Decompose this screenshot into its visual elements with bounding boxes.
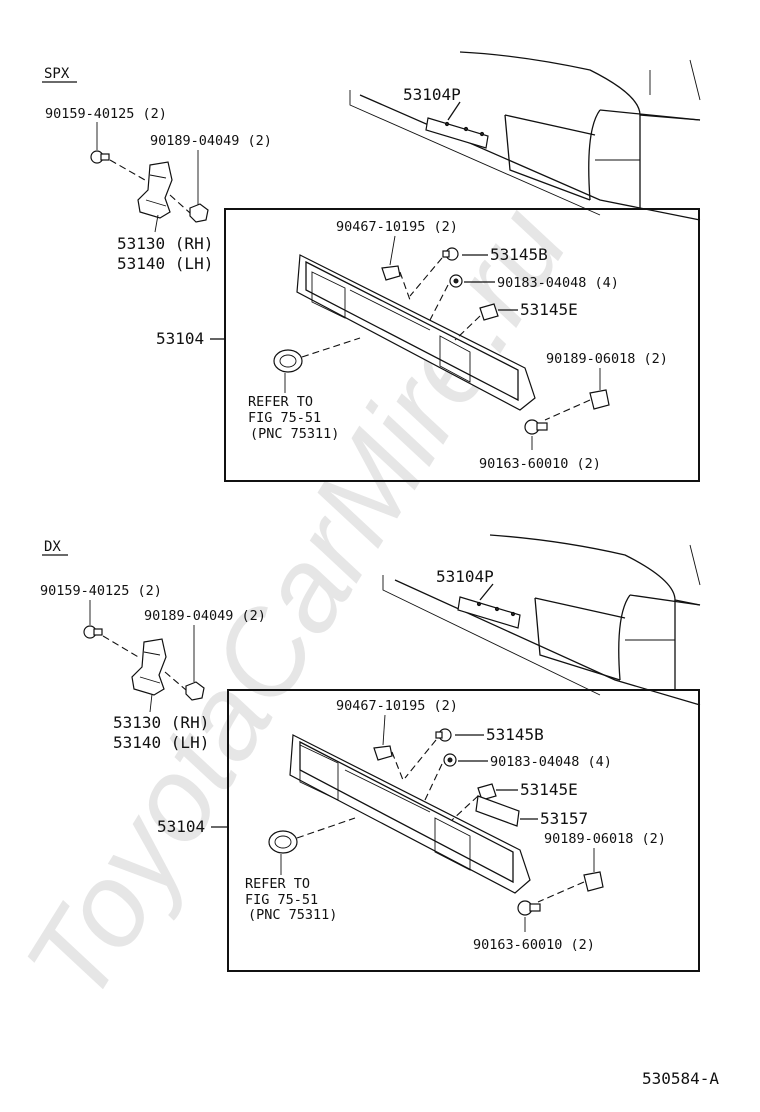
section-tag-dx: DX <box>44 539 61 555</box>
label-nut-a: 90183-04048 (4) <box>497 275 619 291</box>
label-refer-2: FIG 75-51 <box>245 892 318 908</box>
figure-code: 530584-A <box>642 1069 719 1088</box>
label-53104p: 53104P <box>436 567 494 586</box>
rear-garnish-panel <box>296 254 536 411</box>
label-refer-1: REFER TO <box>245 876 310 892</box>
label-refer-3: (PNC 75311) <box>250 426 339 442</box>
cushion-e-icon <box>477 783 497 801</box>
cushion-b-icon <box>442 247 459 261</box>
section-tag-spx: SPX <box>44 66 70 82</box>
hinge-bolt-icon <box>90 150 110 164</box>
label-refer-3: (PNC 75311) <box>248 907 337 923</box>
hinge-bolt-icon <box>83 625 103 639</box>
label-seal: 53157 <box>540 809 588 828</box>
vehicle-rear-outline <box>349 51 701 221</box>
detail-box-dx <box>227 689 700 972</box>
leader-53104p <box>447 101 461 121</box>
label-hinge-rh: 53130 (RH) <box>113 713 209 732</box>
label-hinge-rh: 53130 (RH) <box>117 234 213 253</box>
moulding-plate <box>425 117 489 149</box>
label-cushion-b: 53145B <box>486 725 544 744</box>
bolt-b-icon <box>524 419 548 435</box>
nut-a-icon <box>443 753 457 767</box>
detail-box-spx <box>224 208 700 482</box>
label-bolt-b: 90163-60010 (2) <box>473 937 595 953</box>
label-nut-a: 90183-04048 (4) <box>490 754 612 770</box>
cushion-b-icon <box>435 728 452 742</box>
nut-a-icon <box>449 274 463 288</box>
label-hinge-lh: 53140 (LH) <box>113 733 209 752</box>
label-nut-hinge: 90189-04049 (2) <box>144 608 266 624</box>
label-nut-b: 90189-06018 (2) <box>546 351 668 367</box>
nut-b-icon <box>589 389 610 410</box>
nut-b-icon <box>583 871 604 892</box>
label-hinge-lh: 53140 (LH) <box>117 254 213 273</box>
label-bolt-hinge: 90159-40125 (2) <box>45 106 167 122</box>
label-cushion-e: 53145E <box>520 780 578 799</box>
label-refer-1: REFER TO <box>248 394 313 410</box>
label-refer-2: FIG 75-51 <box>248 410 321 426</box>
label-assembly: 53104 <box>156 329 204 348</box>
vehicle-rear-outline <box>382 534 701 706</box>
section-spx: SPX 53104P 90159-40125 (2) <box>42 51 701 482</box>
section-dx: DX 53104P 90159-40125 (2) 90189-0 <box>40 534 701 972</box>
seal-icon <box>475 795 520 827</box>
label-cushion-b: 53145B <box>490 245 548 264</box>
grommet-icon <box>273 349 303 373</box>
clip-icon <box>381 265 401 281</box>
label-clip-a: 90467-10195 (2) <box>336 219 458 235</box>
hinge-bracket-icon <box>131 638 167 696</box>
label-assembly: 53104 <box>157 817 205 836</box>
hinge-nut-icon <box>185 681 205 701</box>
rear-garnish-panel <box>289 734 531 894</box>
clip-icon <box>373 745 393 761</box>
label-cushion-e: 53145E <box>520 300 578 319</box>
label-nut-hinge: 90189-04049 (2) <box>150 133 272 149</box>
label-53104p: 53104P <box>403 85 461 104</box>
label-bolt-b: 90163-60010 (2) <box>479 456 601 472</box>
label-bolt-hinge: 90159-40125 (2) <box>40 583 162 599</box>
hinge-nut-icon <box>189 203 209 223</box>
label-nut-b: 90189-06018 (2) <box>544 831 666 847</box>
label-clip-a: 90467-10195 (2) <box>336 698 458 714</box>
hinge-bracket-icon <box>137 161 173 219</box>
moulding-plate <box>457 596 521 629</box>
grommet-icon <box>268 830 298 854</box>
bolt-b-icon <box>517 900 541 916</box>
leader-53104p <box>479 583 494 601</box>
cushion-e-icon <box>479 303 499 321</box>
